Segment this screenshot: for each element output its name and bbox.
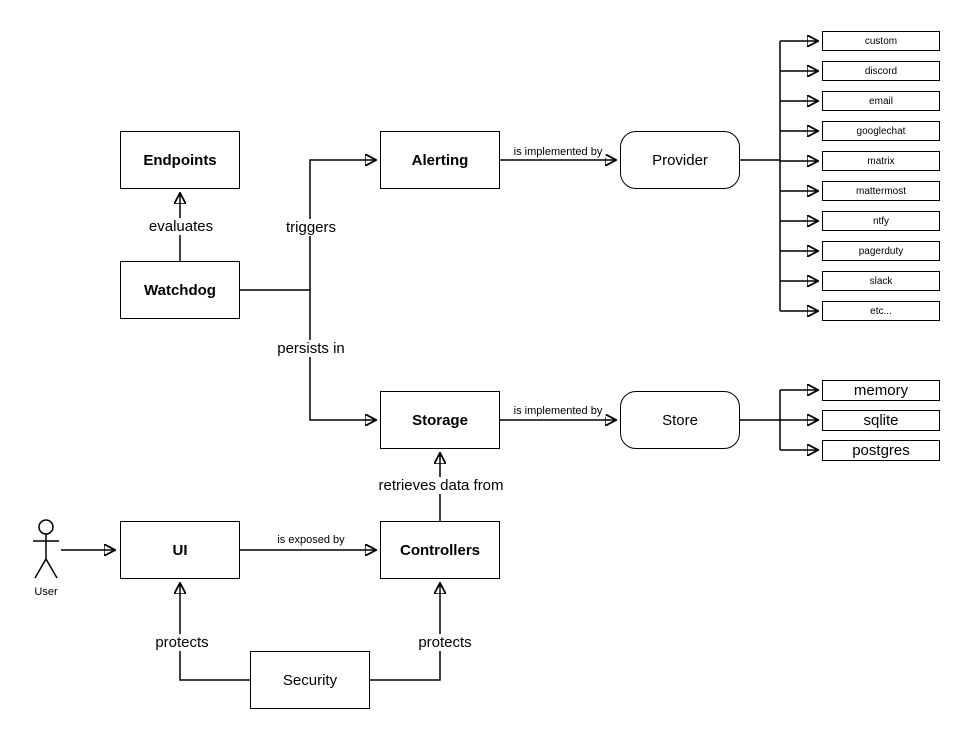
edge-label-is-exposed-by: is exposed by [274,534,348,546]
provider-item-mattermost: mattermost [822,181,940,201]
node-alerting: Alerting [380,131,500,189]
node-storage: Storage [380,391,500,449]
store-item-sqlite: sqlite [822,410,940,431]
edge-label-protects-ui: protects [152,634,212,651]
edge-label-retrieves-data-from: retrieves data from [375,477,507,494]
provider-item-ntfy: ntfy [822,211,940,231]
node-controllers: Controllers [380,521,500,579]
node-ui: UI [120,521,240,579]
provider-item-pagerduty: pagerduty [822,241,940,261]
user-actor-label: User [33,586,59,598]
edge-label-triggers: triggers [282,219,340,236]
edge-security-controllers [370,584,440,681]
node-security: Security [250,651,370,709]
edge-provider-spine [740,41,781,311]
edge-store-spine [740,390,781,450]
node-provider: Provider [620,131,740,189]
provider-item-custom: custom [822,31,940,51]
provider-item-matrix: matrix [822,151,940,171]
edge-label-storage-implemented-by: is implemented by [510,405,606,417]
edge-label-protects-controllers: protects [415,634,475,651]
node-endpoints: Endpoints [120,131,240,189]
store-item-postgres: postgres [822,440,940,461]
edge-label-alerting-implemented-by: is implemented by [510,146,606,158]
provider-item-discord: discord [822,61,940,81]
provider-item-googlechat: googlechat [822,121,940,141]
provider-item-etc: etc... [822,301,940,321]
edge-label-evaluates: evaluates [145,218,217,235]
edge-security-ui [180,584,250,681]
edge-watchdog-storage [309,290,375,420]
provider-item-email: email [822,91,940,111]
provider-item-slack: slack [822,271,940,291]
node-watchdog: Watchdog [120,261,240,319]
node-store: Store [620,391,740,449]
user-actor-icon [33,519,59,579]
store-item-memory: memory [822,380,940,401]
edge-label-persists-in: persists in [274,340,348,357]
